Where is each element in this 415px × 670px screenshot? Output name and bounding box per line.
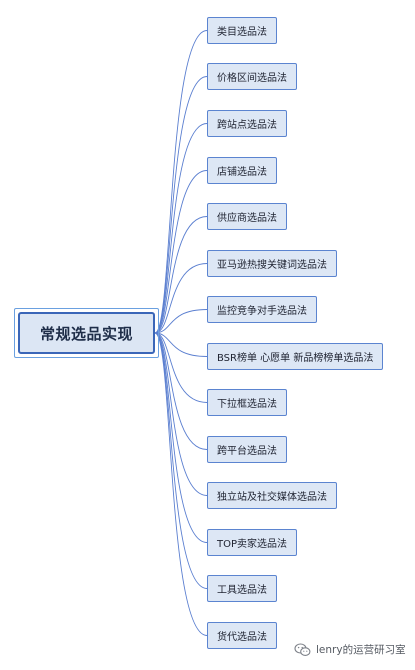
root-node-frame	[14, 308, 159, 358]
branch-label: 亚马逊热搜关键词选品法	[217, 260, 327, 271]
branch-node[interactable]: 跨平台选品法	[207, 436, 287, 463]
branch-node[interactable]: 货代选品法	[207, 622, 277, 649]
branch-label: 供应商选品法	[217, 213, 277, 224]
branch-node[interactable]: 供应商选品法	[207, 203, 287, 230]
watermark: lenry的运营研习室	[294, 642, 406, 657]
branch-label: TOP卖家选品法	[217, 539, 288, 550]
connector-line	[154, 332, 208, 543]
branch-label: 工具选品法	[217, 585, 267, 596]
branch-node[interactable]: 类目选品法	[207, 17, 277, 44]
connector-line	[154, 332, 208, 496]
branch-label: 店铺选品法	[217, 167, 267, 178]
connector-line	[154, 332, 208, 636]
watermark-text: lenry的运营研习室	[316, 644, 406, 656]
branch-label: BSR榜单 心愿单 新品榜榜单选品法	[217, 353, 374, 364]
connector-line	[154, 123, 208, 334]
connector-line	[154, 170, 208, 334]
branch-node[interactable]: 亚马逊热搜关键词选品法	[207, 250, 337, 277]
wechat-icon	[294, 642, 311, 656]
branch-node[interactable]: 跨站点选品法	[207, 110, 287, 137]
branch-label: 价格区间选品法	[217, 73, 287, 84]
connector-line	[154, 309, 208, 334]
branch-node[interactable]: 店铺选品法	[207, 157, 277, 184]
connector-line	[154, 332, 208, 450]
branch-label: 监控竞争对手选品法	[217, 306, 307, 317]
connector-line	[154, 263, 208, 334]
branch-node[interactable]: TOP卖家选品法	[207, 529, 298, 556]
connector-line	[154, 216, 208, 334]
connector-line	[154, 332, 208, 403]
branch-node[interactable]: BSR榜单 心愿单 新品榜榜单选品法	[207, 343, 384, 370]
branch-label: 下拉框选品法	[217, 399, 277, 410]
branch-node[interactable]: 独立站及社交媒体选品法	[207, 482, 337, 509]
connector-line	[154, 332, 208, 589]
branch-label: 类目选品法	[217, 27, 267, 38]
connector-line	[154, 332, 208, 357]
branch-node[interactable]: 工具选品法	[207, 575, 277, 602]
branch-label: 跨平台选品法	[217, 446, 277, 457]
root-node-label: 常规选品实现	[39, 324, 133, 343]
connector-line	[154, 30, 208, 334]
connector-line	[154, 76, 208, 334]
branch-label: 独立站及社交媒体选品法	[217, 492, 327, 503]
branch-node[interactable]: 价格区间选品法	[207, 63, 297, 90]
branch-label: 货代选品法	[217, 632, 267, 643]
branch-node[interactable]: 下拉框选品法	[207, 389, 287, 416]
root-node[interactable]: 常规选品实现	[18, 312, 155, 354]
branch-label: 跨站点选品法	[217, 120, 277, 131]
branch-node[interactable]: 监控竞争对手选品法	[207, 296, 317, 323]
